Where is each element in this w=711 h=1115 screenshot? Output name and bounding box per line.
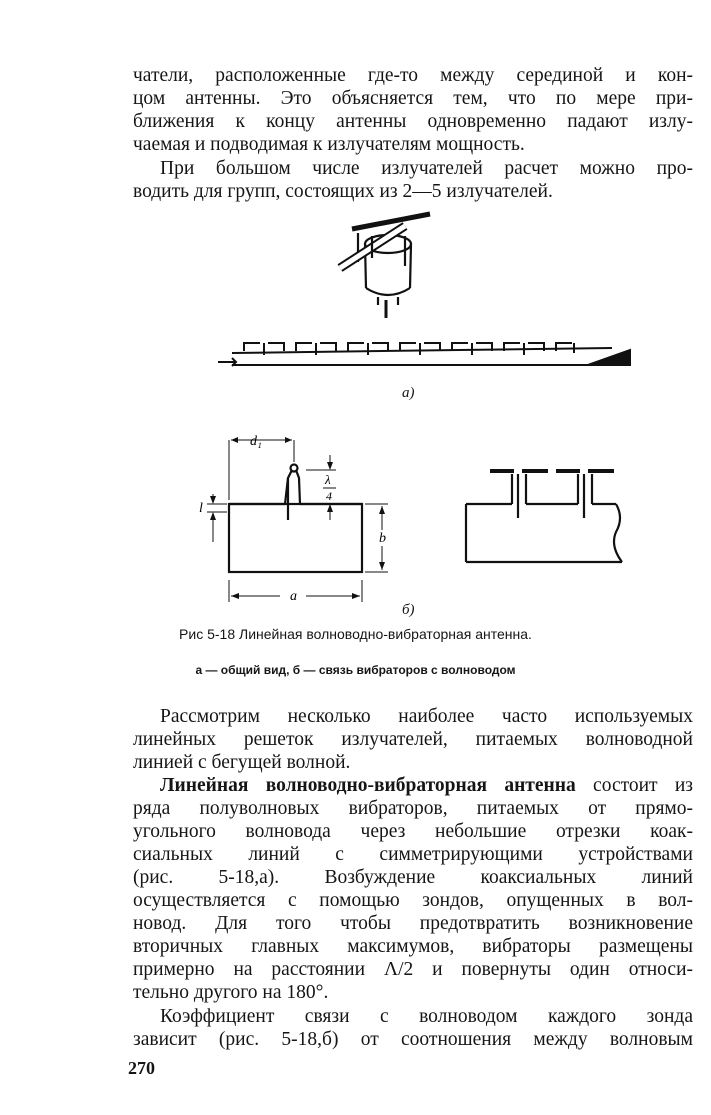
text-line: линией с бегущей волной.: [133, 752, 351, 773]
text-line: цом антенны. Это объясняется тем, что по…: [133, 88, 693, 109]
figure-label-b: б): [402, 602, 415, 618]
probe-detail-drawing: [337, 211, 431, 318]
text-line: сиальных линий с симметрирующими устройс…: [133, 844, 693, 865]
dim-d1-label: d₁: [250, 434, 262, 449]
text-line: ряда полуволновых вибраторов, питаемых о…: [133, 798, 693, 819]
text-line: чатели, расположенные где-то между серед…: [133, 65, 693, 86]
text-line: угольного волновода через небольшие отре…: [133, 821, 693, 842]
text-line: зависит (рис. 5-18,б) от соотношения меж…: [133, 1029, 693, 1050]
bold-term: Линейная волноводно-вибраторная антенна: [160, 775, 576, 796]
text-line: примерно на расстоянии Λ/2 и повернуты о…: [133, 959, 693, 980]
text-line: вторичных главных максимумов, вибраторы …: [133, 936, 693, 957]
text-line: Рассмотрим несколько наиболее часто испо…: [160, 706, 693, 727]
text-line: (рис. 5-18,а). Возбуждение коаксиальных …: [133, 867, 693, 888]
text-line: При большом числе излучателей расчет мож…: [160, 158, 693, 179]
text-line: ближения к концу антенны одновременно па…: [133, 111, 693, 132]
text-line: тельно другого на 180°.: [133, 982, 329, 1003]
dim-four-label: 4: [326, 489, 332, 503]
text-line: чаемая и подводимая к излучателям мощнос…: [133, 134, 525, 155]
figure-label-a: а): [402, 385, 415, 401]
text-line: Коэффициент связи с волноводом каждого з…: [160, 1006, 693, 1027]
waveguide-coupling-drawing: [464, 469, 623, 564]
waveguide-array-drawing: [218, 342, 631, 367]
dim-l-label: l: [199, 501, 203, 516]
text-line: Линейная волноводно-вибраторная антенна …: [160, 774, 693, 797]
text-run: состоит из: [575, 775, 693, 796]
text-line: линейных решеток излучателей, питаемых в…: [133, 729, 693, 750]
text-line: новод. Для того чтобы предотвратить возн…: [133, 913, 693, 934]
figure-legend: а — общий вид, б — связь вибраторов с во…: [195, 663, 516, 677]
dim-a-label: a: [290, 589, 297, 604]
waveguide-section-drawing: [207, 439, 388, 602]
dim-b-label: b: [379, 531, 386, 546]
page-number: 270: [128, 1058, 155, 1078]
text-line: водить для групп, состоящих из 2—5 излуч…: [133, 181, 553, 202]
figure-caption: Рис 5-18 Линейная волноводно-вибраторная…: [179, 626, 532, 642]
text-line: осуществляется с помощью зондов, опущенн…: [133, 890, 693, 911]
dimension-arrowheads: [210, 437, 385, 599]
dim-lambda-label: λ: [324, 472, 331, 487]
